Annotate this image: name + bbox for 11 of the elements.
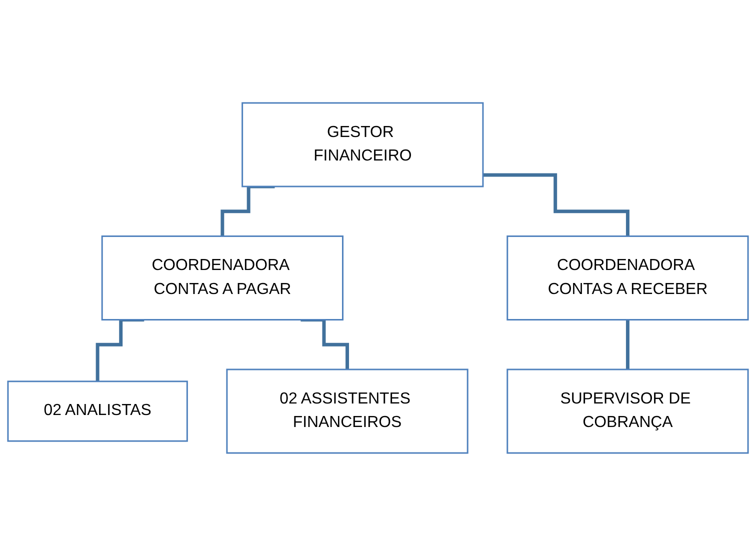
node-box: GESTOR FINANCEIRO: [242, 102, 484, 188]
connector: [220, 184, 275, 238]
node-box: 02 ASSISTENTES FINANCEIROS: [226, 368, 468, 454]
node-box: COORDENADORA CONTAS A PAGAR: [101, 235, 344, 320]
node-box: COORDENADORA CONTAS A RECEBER: [506, 235, 749, 320]
connector: [300, 318, 350, 372]
connector: [482, 173, 630, 238]
node-box: SUPERVISOR DE COBRANÇA: [506, 368, 749, 454]
node-box: 02 ANALISTAS: [7, 380, 188, 442]
connector: [96, 318, 144, 384]
connector: [626, 318, 630, 372]
